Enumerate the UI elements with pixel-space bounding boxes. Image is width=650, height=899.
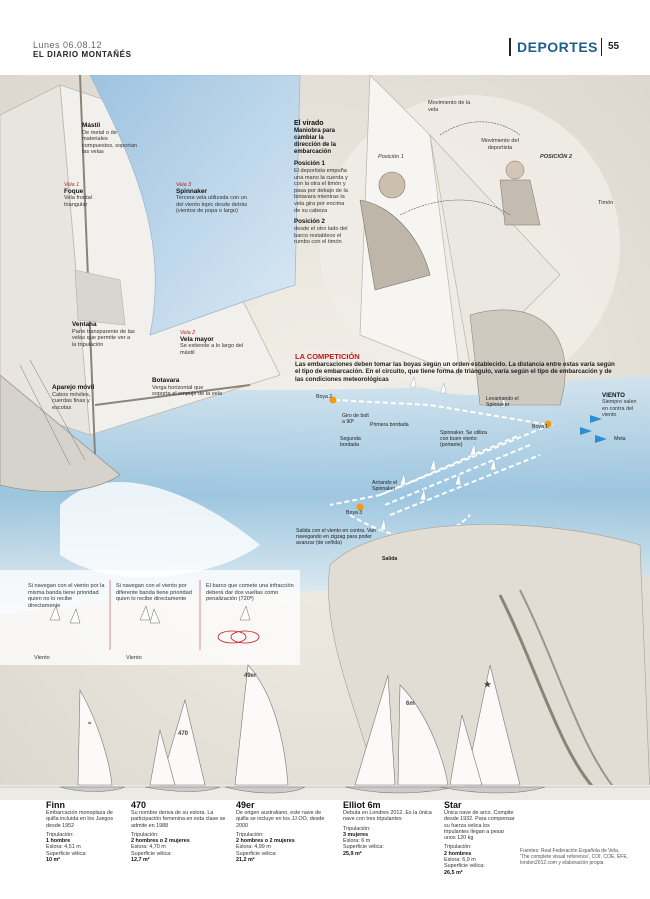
- rule-tip-2: Si navegan con el viento por diferente b…: [116, 583, 192, 603]
- header-divider: [509, 38, 511, 56]
- competition-title: LA COMPETICIÓN: [295, 352, 360, 361]
- page-number: 55: [608, 41, 620, 52]
- course-salida-label: Salida: [382, 556, 398, 562]
- course-spinnaker-note: Spinnaker. Se utiliza con buen viento (p…: [440, 430, 488, 448]
- rule-tip-2-viento: Viento: [126, 655, 142, 661]
- course-segunda-bordada: Segunda bordada: [340, 436, 361, 448]
- course-arriando: Arriando el Spinnaker: [372, 480, 398, 492]
- course-salida: Salida con el viento en contra. Van nave…: [296, 528, 376, 546]
- movimiento-vela-label: Movimiento de la vela: [428, 100, 471, 113]
- buoy-3: [356, 503, 364, 511]
- course-boya-3: Boya 3: [346, 510, 363, 516]
- course-boya-1: Boya 1: [532, 424, 549, 430]
- source-credits: Fuentes: Real Federación Española de Vel…: [520, 848, 629, 866]
- rule-tip-3: El barco que comete una infracción deber…: [206, 583, 294, 603]
- competition-text: Las embarcaciones deben tomar las boyas …: [295, 361, 615, 383]
- timon-label: Timón: [598, 200, 614, 206]
- finn-sail-mark: ≈: [88, 721, 92, 727]
- course-levantando: Levantando el Spinnaker: [486, 396, 519, 408]
- rule-tip-1: Si navegan con el viento por la misma ba…: [28, 583, 105, 609]
- star-sail-mark: ★: [484, 680, 492, 689]
- boat-spec-finn: Finn Embarcación monoplaza de quilla inc…: [46, 800, 114, 864]
- course-giro: Giro de bolt a 90º: [342, 413, 369, 425]
- issue-date: Lunes 06.08.12: [33, 40, 103, 50]
- boat-spec-elliot: Elliot 6m Debuta en Londres 2012. Es la …: [343, 800, 432, 857]
- newspaper-name: EL DIARIO MONTAÑÉS: [33, 50, 132, 59]
- course-meta: Meta: [614, 436, 626, 442]
- posicion-1-label: Posición 1: [378, 154, 404, 160]
- boat-spec-49er: 49er De origen australiano, este nave de…: [236, 800, 325, 864]
- posicion-2-label: POSICIÓN 2: [540, 154, 573, 160]
- elliot-sail-mark: 6m: [406, 701, 415, 707]
- boat-spec-470: 470 Su nombre deriva de su eslora. La pa…: [131, 800, 226, 864]
- header-divider-2: [601, 38, 602, 56]
- wind-note: VIENTO Siempre salen en contra del vient…: [602, 392, 637, 419]
- course-primera-bordada: Primera bordada: [370, 422, 409, 428]
- movimiento-deportista-label: Movimiento del deportista: [481, 138, 519, 151]
- 49er-sail-mark: 49er: [244, 673, 257, 679]
- section-title: DEPORTES: [517, 39, 599, 55]
- buoy-2: [329, 396, 337, 404]
- rule-tip-1-viento: Viento: [34, 655, 50, 661]
- boat-spec-star: Star Única nave de arco. Compite desde 1…: [444, 800, 515, 876]
- course-boya-2: Boya 2: [316, 394, 333, 400]
- buoy-1: [544, 420, 552, 428]
- 470-sail-mark: 470: [178, 731, 189, 737]
- sailing-infographic-art: ≈ 470 49er 6m ★: [0, 75, 650, 800]
- virado-block: El virado Maniobra para cambiar la direc…: [294, 120, 348, 246]
